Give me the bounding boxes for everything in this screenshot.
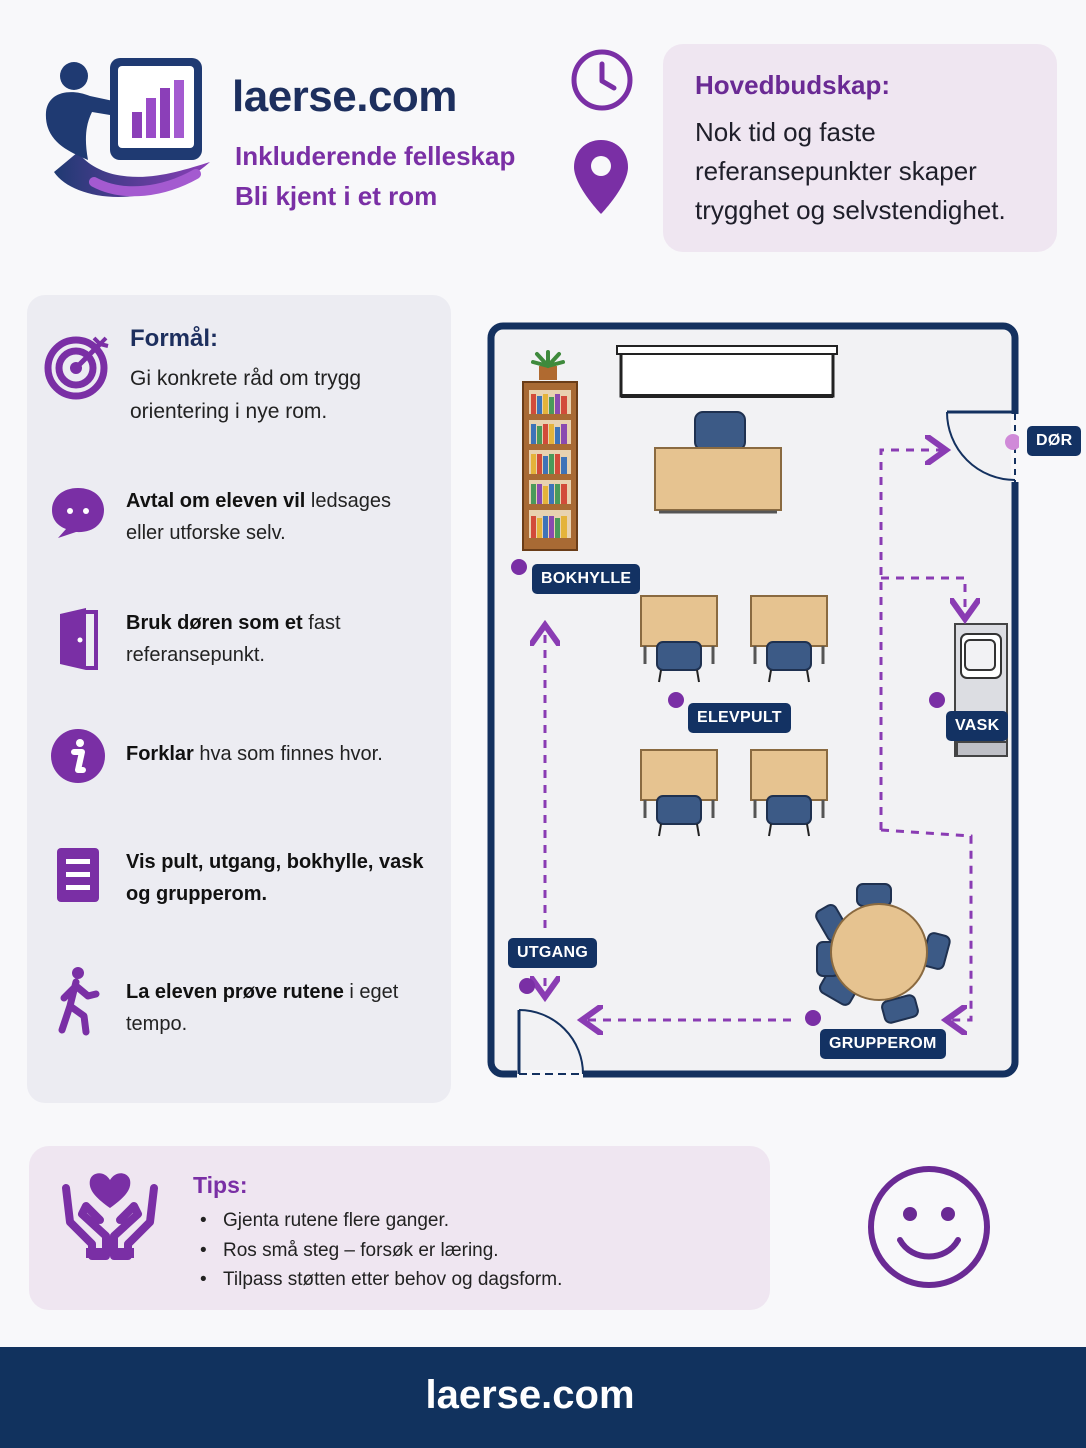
list-icon xyxy=(57,848,99,902)
label-desk: ELEVPULT xyxy=(688,703,791,733)
floor-plan-drawing xyxy=(487,322,1021,1078)
label-door: DØR xyxy=(1027,426,1082,456)
location-pin-icon xyxy=(574,140,628,214)
tips-title: Tips: xyxy=(193,1172,248,1198)
label-group-room: GRUPPEROM xyxy=(820,1029,946,1059)
guidance-panel xyxy=(27,295,451,1103)
step-bold: Forklar xyxy=(126,743,194,765)
step-bold: Vis pult, utgang, bokhylle, vask og grup… xyxy=(126,851,424,905)
main-message-text: Nok tid og faste referansepunkter skaper… xyxy=(695,117,1006,225)
target-icon xyxy=(44,336,109,400)
label-bookshelf: BOKHYLLE xyxy=(532,564,641,594)
step-rest: hva som finnes hvor. xyxy=(193,743,383,765)
footer-bar xyxy=(0,1347,1086,1448)
purpose-text: Gi konkrete råd om trygg orientering i n… xyxy=(130,367,362,423)
step-bold: Avtal om eleven vil xyxy=(126,490,306,512)
step-text: Avtal om eleven vil ledsages eller utfor… xyxy=(126,485,426,549)
tips-item: Ros små steg – forsøk er læring. xyxy=(200,1236,562,1266)
label-exit: UTGANG xyxy=(508,938,598,968)
tips-list: Gjenta rutene flere ganger. Ros små steg… xyxy=(200,1206,562,1295)
step-text: Vis pult, utgang, bokhylle, vask og grup… xyxy=(126,846,426,910)
walking-person-icon xyxy=(58,967,100,1036)
step-text: La eleven prøve rutene i eget tempo. xyxy=(126,976,426,1040)
tagline-2: Bli kjent i et rom xyxy=(235,181,438,211)
tips-item: Gjenta rutene flere ganger. xyxy=(200,1206,562,1236)
floor-plan: DØR BOKHYLLE ELEVPULT VASK UTGANG GRUPPE… xyxy=(487,322,1082,1078)
teacher-tablet-chart-icon xyxy=(45,58,210,197)
step-rest: ledsages eller utforske selv. xyxy=(126,490,391,544)
step-rest: fast referansepunkt. xyxy=(126,612,341,666)
hands-heart-icon xyxy=(62,1173,158,1260)
step-rest: i eget tempo. xyxy=(126,981,399,1035)
label-sink: VASK xyxy=(946,711,1009,741)
main-message-title: Hovedbudskap: xyxy=(695,70,891,100)
step-bold: La eleven prøve rutene xyxy=(126,981,344,1003)
tips-item: Tilpass støtten etter behov og dagsform. xyxy=(200,1265,562,1295)
brand-name: laerse.com xyxy=(232,72,457,121)
purpose-title: Formål: xyxy=(130,325,219,352)
info-icon xyxy=(51,729,105,783)
clock-icon xyxy=(571,49,633,111)
step-text: Bruk døren som et fast referansepunkt. xyxy=(126,607,426,671)
main-message-box: Hovedbudskap: Nok tid og faste referanse… xyxy=(663,44,1057,252)
speech-bubble-icon xyxy=(52,488,104,538)
door-icon xyxy=(60,608,98,670)
step-text: Forklar hva som finnes hvor. xyxy=(126,738,426,770)
footer-brand: laerse.com xyxy=(425,1373,635,1417)
tagline-1: Inkluderende felleskap xyxy=(235,141,516,171)
step-bold: Bruk døren som et xyxy=(126,612,303,634)
smiley-face-icon xyxy=(868,1166,990,1288)
